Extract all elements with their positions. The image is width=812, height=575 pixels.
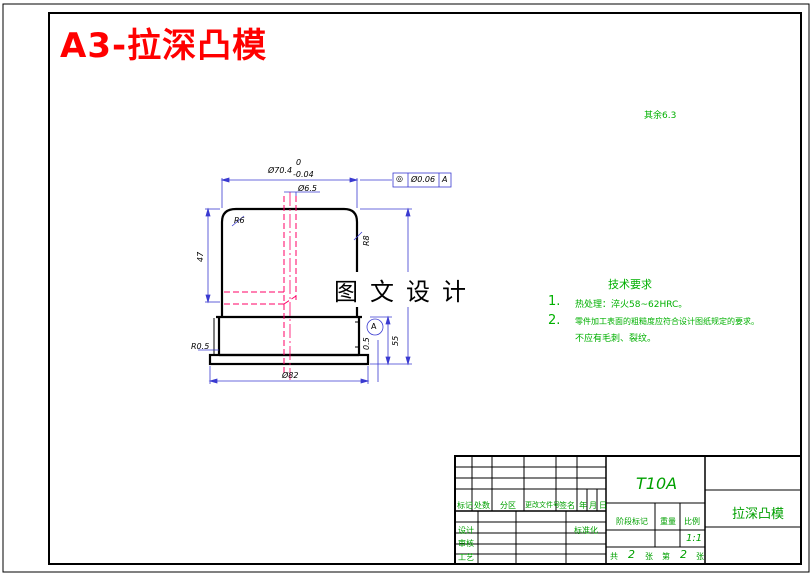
dim-side-radius: R8 — [362, 235, 371, 246]
tb-weight-label: 重量 — [660, 517, 676, 526]
tb-sheets-unit1: 张 — [645, 552, 653, 561]
gdt-frame — [392, 172, 452, 188]
tb-material: T10A — [636, 474, 678, 493]
watermark-text: 图文设计 — [330, 272, 482, 307]
gdt-datum: A — [442, 175, 448, 184]
tb-sheets-unit2: 张 — [696, 552, 704, 561]
tb-standard-label: 标准化 — [574, 526, 598, 535]
tb-header-zone: 分区 — [500, 501, 516, 510]
tb-part-name: 拉深凸模 — [732, 507, 785, 522]
dim-height-body: 47 — [196, 251, 205, 262]
dim-hole-dia: Ø6.5 — [298, 184, 318, 193]
tech-req-num-2: 2. — [548, 313, 561, 328]
outer-border — [2, 3, 810, 573]
tb-scale-label: 比例 — [684, 517, 700, 526]
tb-sheet-cur-n: 2 — [680, 548, 687, 561]
tb-process-label: 工艺 — [458, 553, 474, 562]
datum-label: A — [371, 322, 377, 331]
inner-frame — [48, 12, 802, 565]
tech-req-item-1: 热处理：淬火58~62HRC。 — [575, 300, 688, 310]
surface-roughness-note: 其余6.3 — [644, 111, 677, 121]
dim-height-total: 55 — [391, 335, 400, 346]
tb-header-mark: 标记 — [457, 501, 473, 510]
tech-req-item-2: 零件加工表面的粗糙度应符合设计图纸规定的要求。 — [575, 317, 759, 326]
tb-header-month: 月 — [589, 501, 597, 510]
hidden-lines — [224, 196, 297, 375]
dimension-lines — [198, 177, 412, 384]
tech-req-num-1: 1. — [548, 294, 561, 309]
tech-req-item-3: 不应有毛刺、裂纹。 — [575, 334, 657, 344]
dim-top-width: Ø70.4 — [268, 166, 293, 175]
tb-header-doc: 更改文件号 — [525, 501, 560, 509]
tb-stage-label: 阶段标记 — [616, 517, 648, 526]
dim-shoulder: R0.5 — [191, 342, 210, 351]
tb-header-sign: 签名 — [559, 501, 575, 510]
dim-radius: R6 — [234, 216, 245, 225]
tech-req-heading: 技术要求 — [608, 278, 652, 291]
tb-design-label: 设计 — [458, 526, 474, 535]
tb-review-label: 审核 — [458, 539, 474, 548]
tb-scale: 1:1 — [686, 533, 703, 544]
gdt-symbol: ◎ — [396, 174, 403, 183]
tb-header-year: 年 — [579, 501, 587, 510]
tb-sheet-cur-label: 第 — [662, 552, 670, 561]
dim-step: 0.5 — [362, 337, 371, 350]
title-block-grid — [454, 455, 802, 565]
tb-header-day: 日 — [599, 501, 607, 510]
dim-tol-upper: 0 — [296, 158, 302, 167]
dim-tol-lower: -0.04 — [293, 170, 314, 179]
gdt-value: Ø0.06 — [411, 175, 436, 184]
datum-circle — [366, 318, 384, 336]
tb-sheets-total-n: 2 — [628, 548, 635, 561]
drawing-title: A3-拉深凸模 — [60, 26, 268, 66]
tb-header-count: 处数 — [474, 501, 490, 510]
tb-sheets-total-label: 共 — [610, 552, 618, 561]
dim-base-width: Ø82 — [282, 371, 299, 380]
